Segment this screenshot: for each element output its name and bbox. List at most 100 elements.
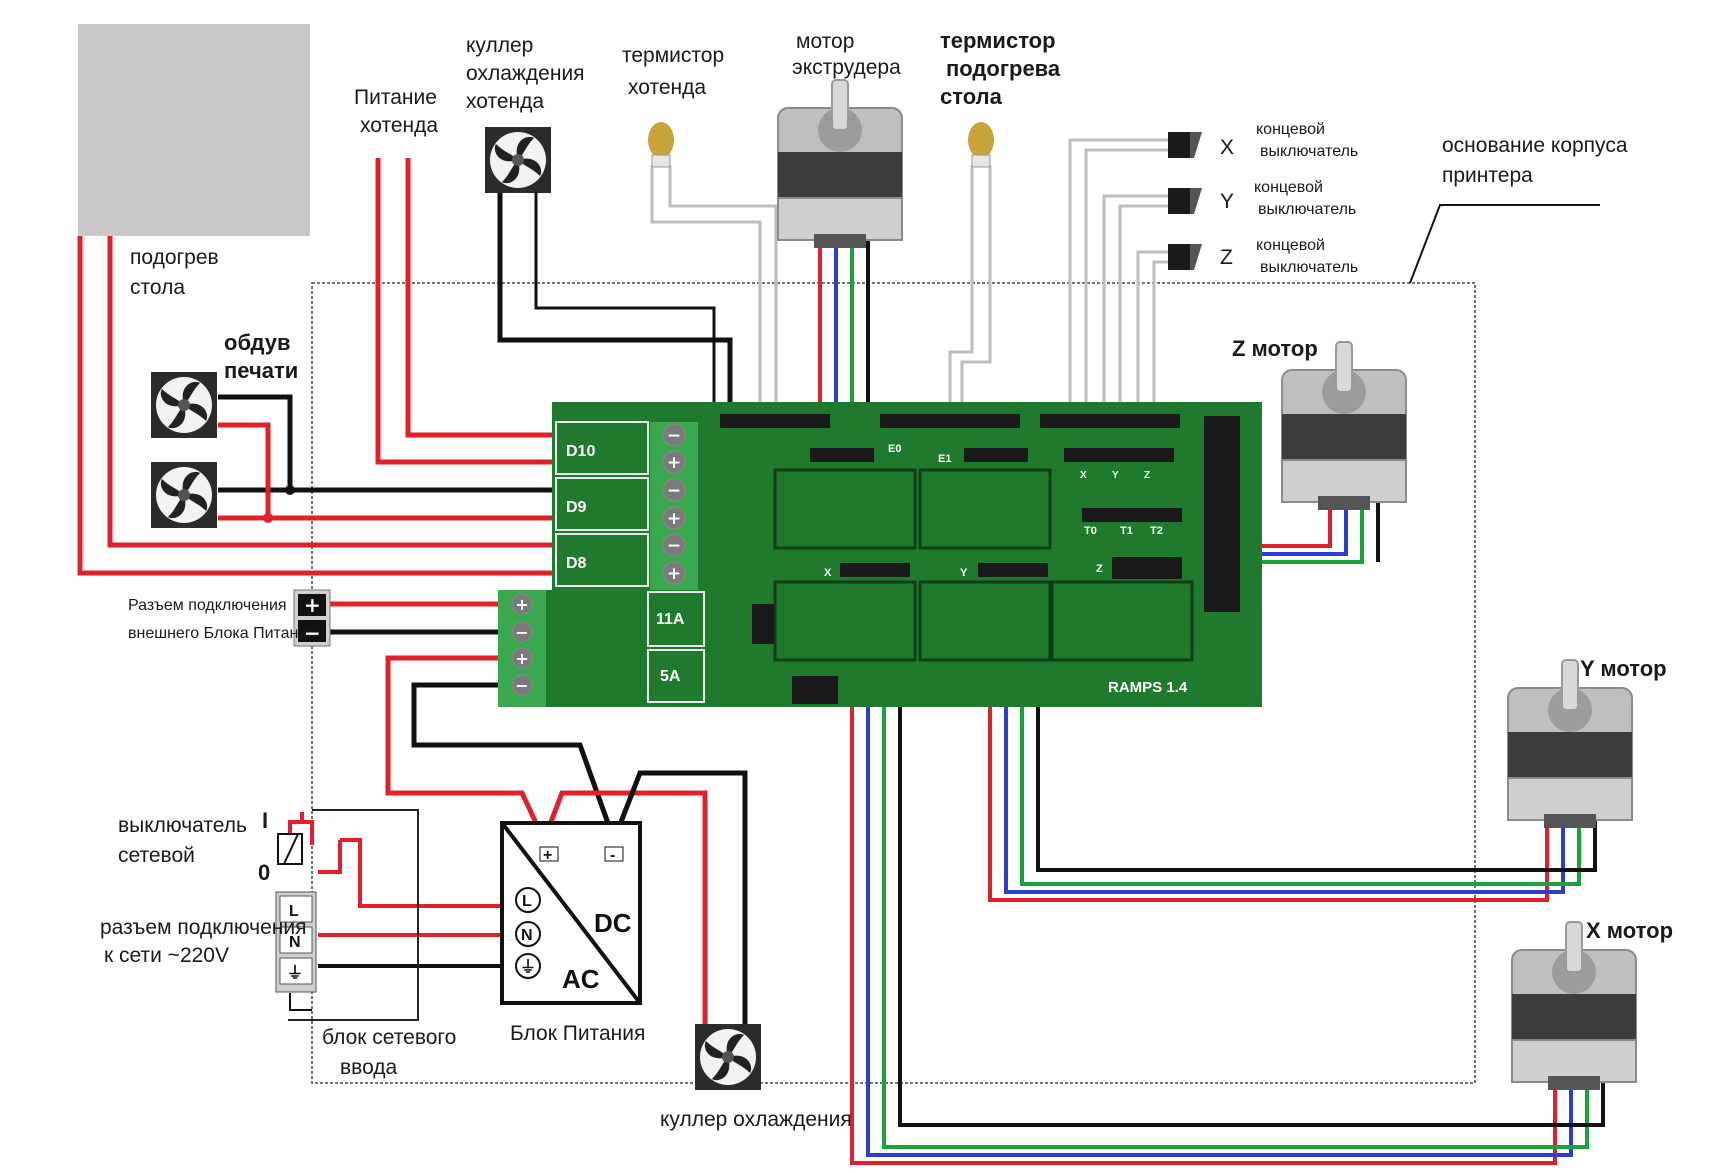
bed-thermistor-label-1: термистор xyxy=(940,28,1056,53)
bed-heater-label-2: стола xyxy=(130,276,185,299)
header-e1-label: E1 xyxy=(938,453,951,465)
bed-thermistor-icon xyxy=(968,122,994,168)
terminal-screw xyxy=(511,621,533,643)
mains-block-outline xyxy=(288,809,419,1021)
endstop-x-label-1: концевой xyxy=(1256,121,1325,138)
mains-terminal-l: L xyxy=(289,903,299,920)
endstop-x-label-2: выключатель xyxy=(1260,143,1358,160)
driver-z-label: Z xyxy=(1096,563,1103,575)
ramps-board xyxy=(498,402,1262,707)
switch-on-label: I xyxy=(262,808,268,833)
bed-thermistor-label-3: стола xyxy=(940,84,1003,109)
terminal-plus-sign: + xyxy=(667,509,681,529)
ext-psu-label-1: Разъем подключения xyxy=(128,597,287,614)
printer-base-label-2: принтера xyxy=(1442,164,1533,187)
thermistor-t1-label: T1 xyxy=(1120,525,1133,537)
endstop-header-z-label: Z xyxy=(1144,470,1150,481)
output-d8-label: D8 xyxy=(566,555,587,572)
hotend-thermistor-label-2: хотенда xyxy=(628,76,706,99)
printer-base-label-1: основание корпуса xyxy=(1442,134,1628,157)
psu-cooler-label: куллер охлаждения xyxy=(660,1108,852,1131)
hotend-cooler-label-3: хотенда xyxy=(466,90,544,113)
mains-connector xyxy=(275,891,317,993)
terminal-plus-sign: + xyxy=(515,649,528,668)
endstop-y-icon xyxy=(1168,188,1202,214)
terminal-screw xyxy=(662,561,686,585)
x-motor-wiring xyxy=(850,572,1605,1165)
thermistor-t2-label: T2 xyxy=(1150,525,1163,537)
endstop-z-axis: Z xyxy=(1220,246,1233,269)
psu-label: Блок Питания xyxy=(510,1022,645,1045)
terminal-screw xyxy=(511,674,533,696)
mains-terminal-ground: ⏚ xyxy=(287,964,303,982)
terminal-screw xyxy=(662,506,686,530)
mains-connector-label-2: к сети ~220V xyxy=(104,944,229,967)
terminal-screw xyxy=(662,478,686,502)
mains-block-label-2: ввода xyxy=(340,1056,398,1079)
print-fan-1-icon xyxy=(151,372,217,438)
y-motor-label: Y мотор xyxy=(1580,656,1667,681)
endstop-x-icon xyxy=(1168,132,1202,158)
endstop-y-label-1: концевой xyxy=(1254,179,1323,196)
z-motor-label: Z мотор xyxy=(1232,336,1318,361)
hotend-power-label-1: Питание xyxy=(354,86,437,109)
output-d9-label: D9 xyxy=(566,499,587,516)
ext-psu-plus: + xyxy=(304,593,321,617)
mains-wiring xyxy=(288,812,520,1011)
psu-ground-terminal: ⏚ xyxy=(520,958,536,976)
ext-psu-minus: − xyxy=(304,621,321,645)
terminal-screw xyxy=(511,593,533,615)
y-motor-icon xyxy=(1507,659,1633,829)
terminal-screw xyxy=(662,423,686,447)
mains-switch-icon[interactable] xyxy=(277,833,303,865)
endstop-wiring xyxy=(1068,138,1168,456)
ext-psu-connector xyxy=(293,589,331,647)
terminal-minus-sign: − xyxy=(667,426,681,446)
psu-ac-label: AC xyxy=(562,964,600,994)
x-motor-label: X мотор xyxy=(1586,918,1673,943)
driver-y-label: Y xyxy=(960,567,968,579)
terminal-minus-sign: − xyxy=(515,676,528,695)
terminal-plus-sign: + xyxy=(667,453,681,473)
psu-l-terminal: L xyxy=(522,893,532,910)
endstop-y-axis: Y xyxy=(1220,190,1234,213)
bed-heater-plate xyxy=(78,24,310,236)
endstop-z-label-2: выключатель xyxy=(1260,259,1358,276)
psu-n-terminal: N xyxy=(521,927,533,944)
endstop-z-icon xyxy=(1168,244,1202,270)
terminal-plus-sign: + xyxy=(667,564,681,584)
board-name-label: RAMPS 1.4 xyxy=(1108,679,1188,696)
terminal-minus-sign: − xyxy=(515,623,528,642)
print-fan-label-2: печати xyxy=(224,358,298,383)
psu-minus-label: - xyxy=(610,847,615,864)
fuse-11a-label: 11A xyxy=(656,611,685,628)
terminal-minus-sign: − xyxy=(667,536,681,556)
y-motor-wiring xyxy=(988,572,1597,902)
terminal-plus-sign: + xyxy=(515,595,528,614)
print-fan-label-1: обдув xyxy=(224,330,290,355)
mains-switch-label-1: выключатель xyxy=(118,814,247,837)
extruder-motor-label-2: экструдера xyxy=(792,56,901,79)
extruder-motor-label-1: мотор xyxy=(796,30,854,53)
hotend-cooler-label-2: охлаждения xyxy=(466,62,585,85)
bed-thermistor-label-2: подогрева xyxy=(946,56,1061,81)
terminal-minus-sign: − xyxy=(667,481,681,501)
hotend-cooler-fan-icon xyxy=(485,127,551,193)
terminal-screw xyxy=(511,647,533,669)
terminal-signs: − + − + − + + − + − xyxy=(511,423,686,696)
x-motor-icon xyxy=(1511,921,1637,1091)
mains-block-label-1: блок сетевого xyxy=(322,1026,456,1049)
endstop-z-label-1: концевой xyxy=(1256,237,1325,254)
endstop-header-y-label: Y xyxy=(1112,470,1119,481)
psu-plus-label: + xyxy=(543,847,552,864)
mains-switch-label-2: сетевой xyxy=(118,844,195,867)
z-motor-icon xyxy=(1281,341,1407,511)
bed-heater-label-1: подогрев xyxy=(130,246,219,269)
hotend-cooler-label-1: куллер xyxy=(466,34,533,57)
hotend-thermistor-label-1: термистор xyxy=(622,44,724,67)
psu-box xyxy=(500,821,642,1005)
terminal-screw xyxy=(662,533,686,557)
hotend-thermistor-icon xyxy=(648,122,674,168)
endstop-header-x-label: X xyxy=(1080,470,1087,481)
endstop-y-label-2: выключатель xyxy=(1258,201,1356,218)
